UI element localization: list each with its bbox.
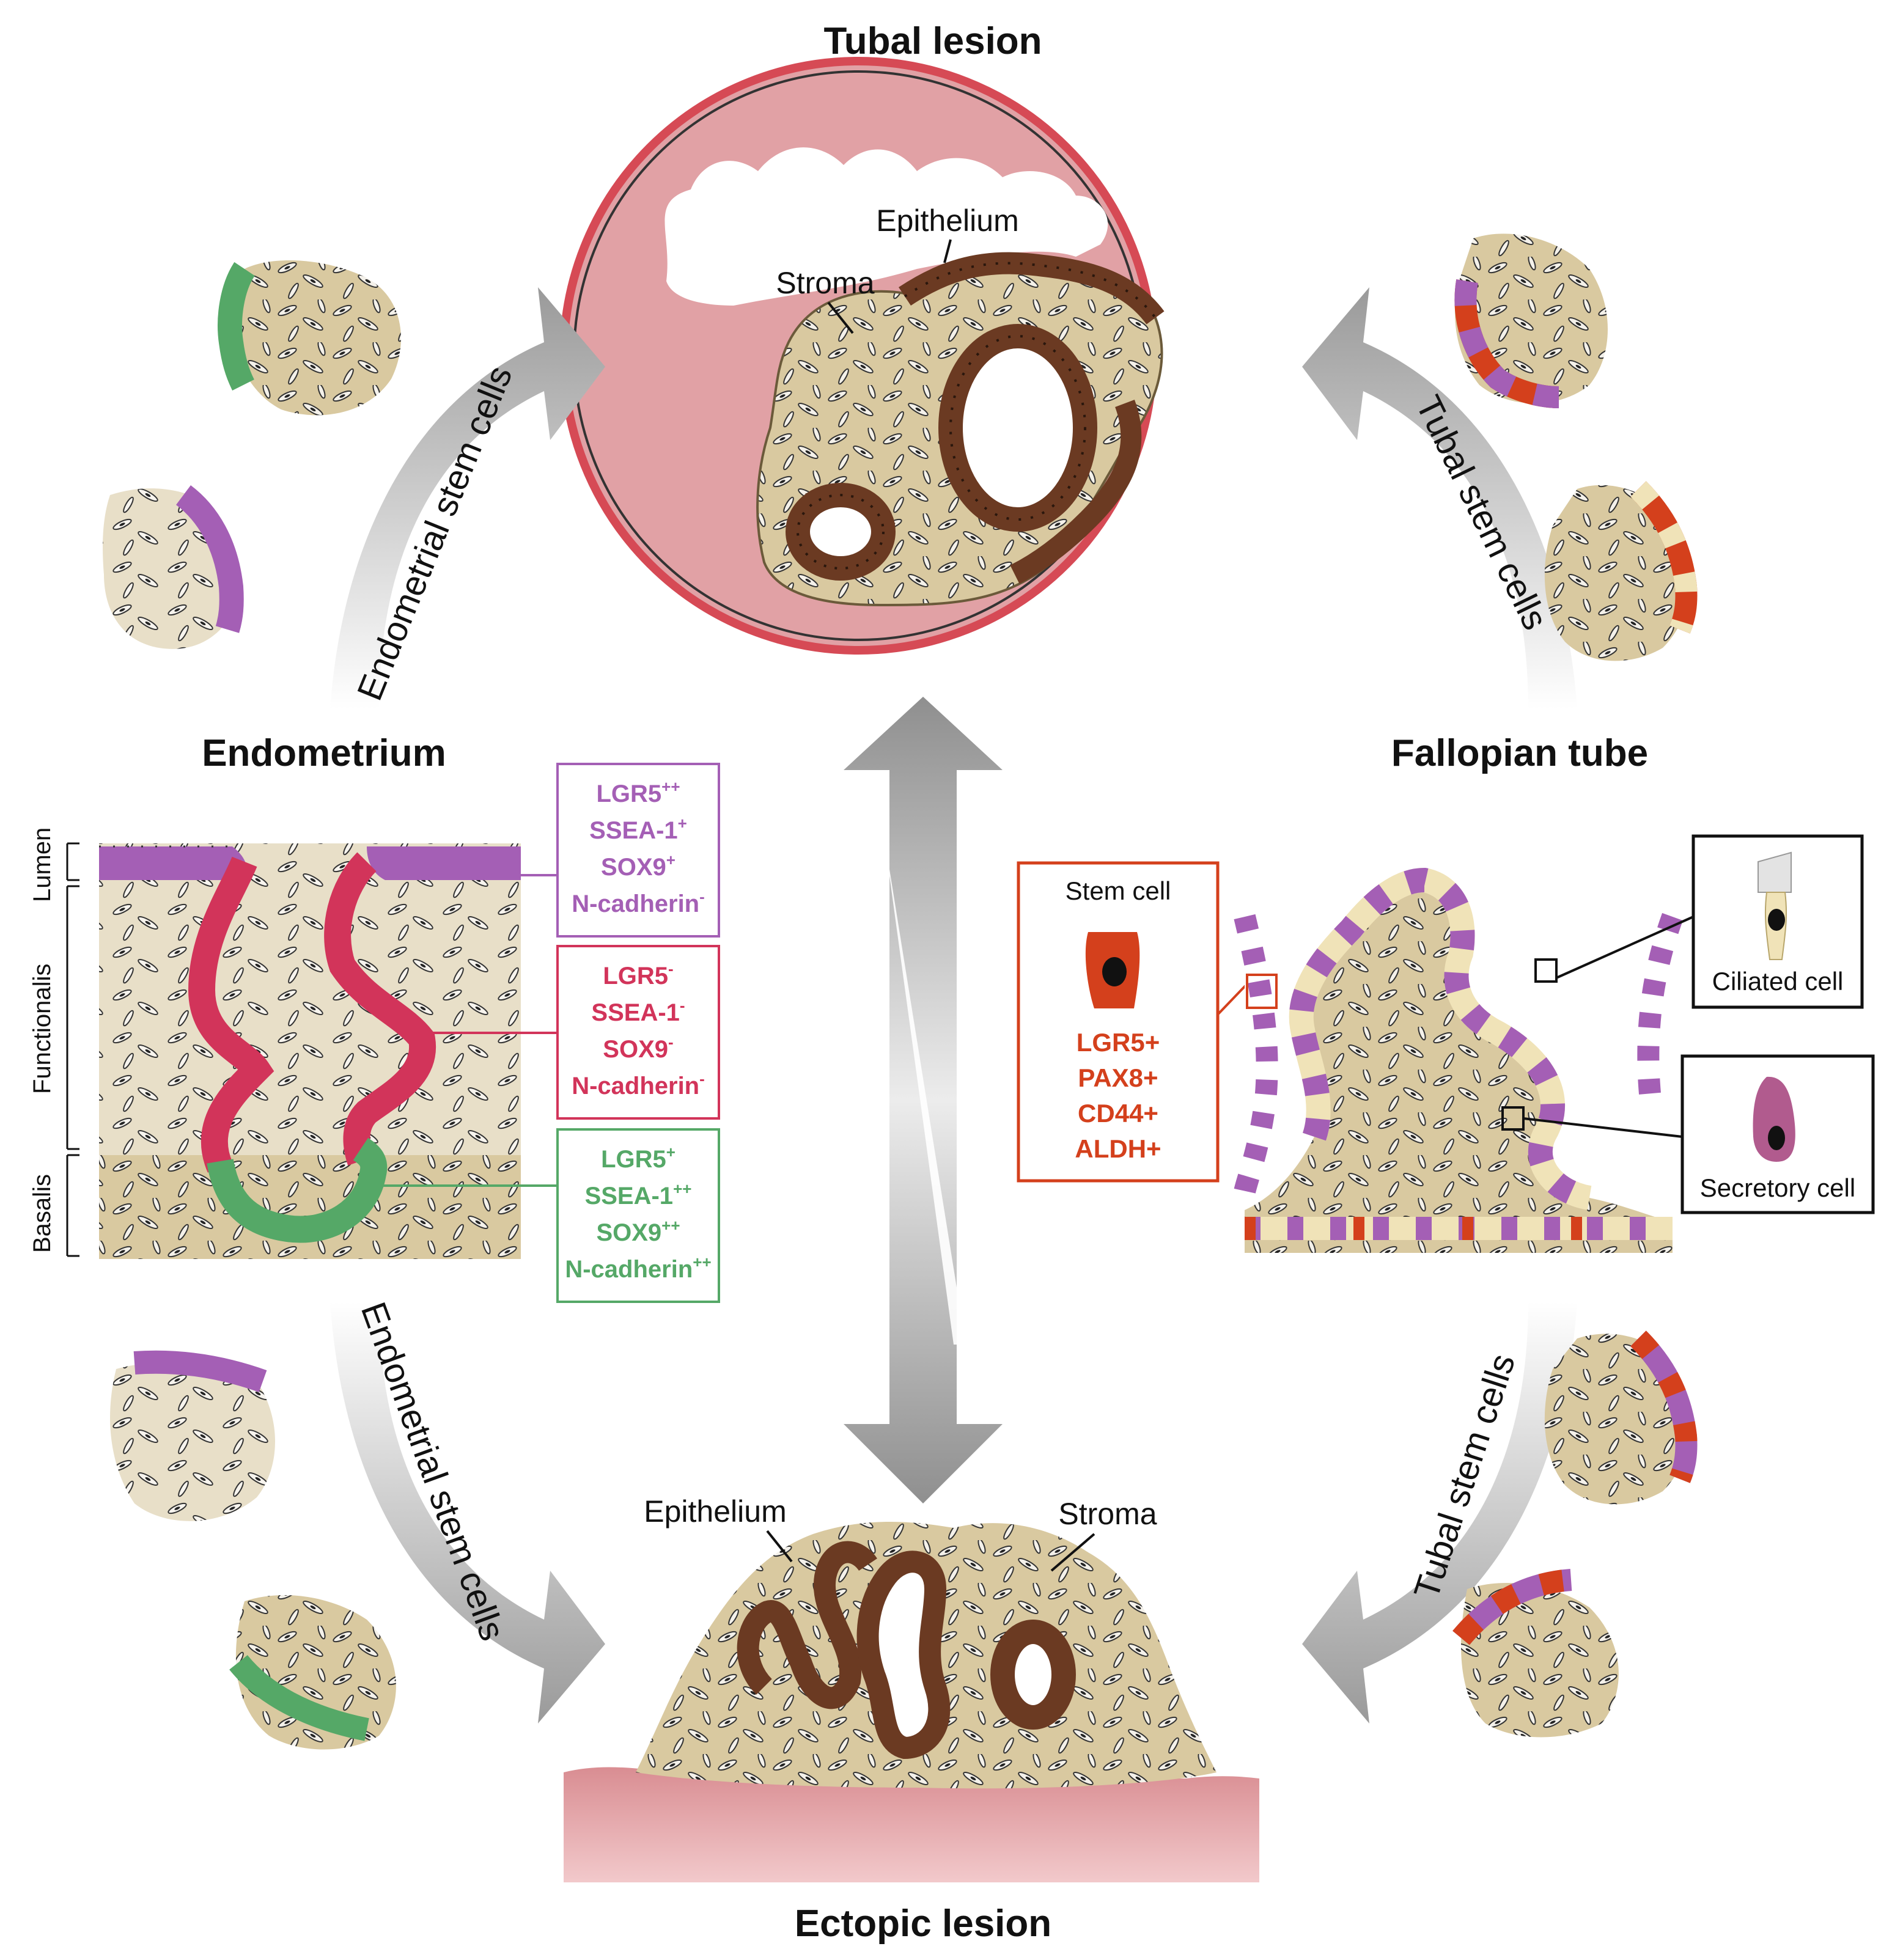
ectopic-stroma-label: Stroma bbox=[1058, 1497, 1157, 1531]
arrow-bottom-right bbox=[1302, 1302, 1577, 1723]
tubal-lesion-illustration bbox=[559, 57, 1165, 655]
fragment-top-right-red bbox=[1454, 233, 1608, 408]
tubal-epithelium-label: Epithelium bbox=[876, 204, 1018, 238]
marker-0-1: SSEA-1+ bbox=[589, 814, 687, 844]
fragment-bottom-left-purple bbox=[110, 1350, 275, 1521]
tubal-lesion-title: Tubal lesion bbox=[823, 20, 1042, 62]
fragment-mid-right-red bbox=[1544, 481, 1698, 661]
fragment-bottom-left-green bbox=[229, 1595, 396, 1750]
fallopian-tube-title: Fallopian tube bbox=[1391, 732, 1648, 774]
marker-1-3: N-cadherin- bbox=[572, 1070, 705, 1099]
tubal-epithelium-pointer bbox=[943, 239, 952, 263]
ectopic-lesion-illustration bbox=[564, 1522, 1259, 1882]
marker-boxes: LGR5++ SSEA-1+ SOX9+ N-cadherin- LGR5- SSEA-1… bbox=[556, 763, 720, 1303]
marker-box-1 bbox=[556, 945, 720, 1120]
secretory-cell-label: Secretory cell bbox=[1700, 1173, 1855, 1202]
arrow-top-right bbox=[1302, 287, 1577, 709]
secretory-cell-box bbox=[1680, 1054, 1875, 1214]
ciliated-cell-label: Ciliated cell bbox=[1712, 967, 1844, 996]
endometrium-title: Endometrium bbox=[202, 732, 446, 774]
marker-box-2 bbox=[556, 1128, 720, 1303]
fragment-top-left-green bbox=[218, 260, 401, 416]
marker-2-0: LGR5+ bbox=[601, 1143, 675, 1173]
tubal-stroma-pointer bbox=[827, 301, 854, 334]
stem-cell-connector bbox=[1217, 983, 1248, 1016]
layer-label-functionalis: Functionalis bbox=[29, 964, 56, 1094]
marker-1-2: SOX9- bbox=[603, 1033, 673, 1063]
fragment-bottom-right-red bbox=[1452, 1569, 1619, 1738]
arrow-top-left bbox=[330, 287, 605, 709]
stem-cell-title: Stem cell bbox=[1066, 876, 1171, 905]
marker-0-2: SOX9+ bbox=[601, 851, 675, 881]
marker-1-0: LGR5- bbox=[603, 960, 673, 989]
marker-2-2: SOX9++ bbox=[596, 1216, 680, 1246]
ciliated-cell-box bbox=[1691, 834, 1864, 1009]
marker-2-3: N-cadherin++ bbox=[565, 1253, 711, 1283]
fragment-mid-left-purple bbox=[103, 485, 244, 649]
arrow-bottom-left bbox=[330, 1302, 605, 1723]
stem-marker-1: PAX8+ bbox=[1078, 1063, 1158, 1092]
ectopic-epithelium-pointer bbox=[766, 1530, 793, 1563]
endometrium-layer-brackets bbox=[66, 842, 79, 1257]
ectopic-stroma-pointer bbox=[1050, 1533, 1095, 1572]
arrow-top-right-label: Tubal stem cells bbox=[1408, 389, 1555, 636]
marker-1-1: SSEA-1- bbox=[591, 996, 685, 1026]
marker-0-3: N-cadherin- bbox=[572, 887, 705, 917]
ectopic-epithelium-label: Epithelium bbox=[644, 1494, 786, 1529]
marker-0-0: LGR5++ bbox=[596, 777, 680, 807]
layer-label-lumen: Lumen bbox=[29, 828, 56, 902]
stem-marker-0: LGR5+ bbox=[1077, 1028, 1160, 1057]
stem-marker-3: ALDH+ bbox=[1075, 1134, 1161, 1163]
fallopian-tube-illustration bbox=[1234, 862, 1694, 1253]
central-double-arrow bbox=[844, 697, 1003, 1503]
stem-marker-2: CD44+ bbox=[1078, 1099, 1158, 1128]
fragment-bottom-right-purple bbox=[1544, 1331, 1698, 1505]
marker-2-1: SSEA-1++ bbox=[585, 1180, 692, 1209]
endometrium-illustration bbox=[99, 843, 521, 1259]
marker-box-0 bbox=[556, 763, 720, 938]
ectopic-lesion-title: Ectopic lesion bbox=[795, 1903, 1051, 1945]
layer-label-basalis: Basalis bbox=[29, 1174, 56, 1253]
tubal-stroma-label: Stroma bbox=[776, 266, 874, 300]
stem-cell-box bbox=[1017, 861, 1220, 1183]
